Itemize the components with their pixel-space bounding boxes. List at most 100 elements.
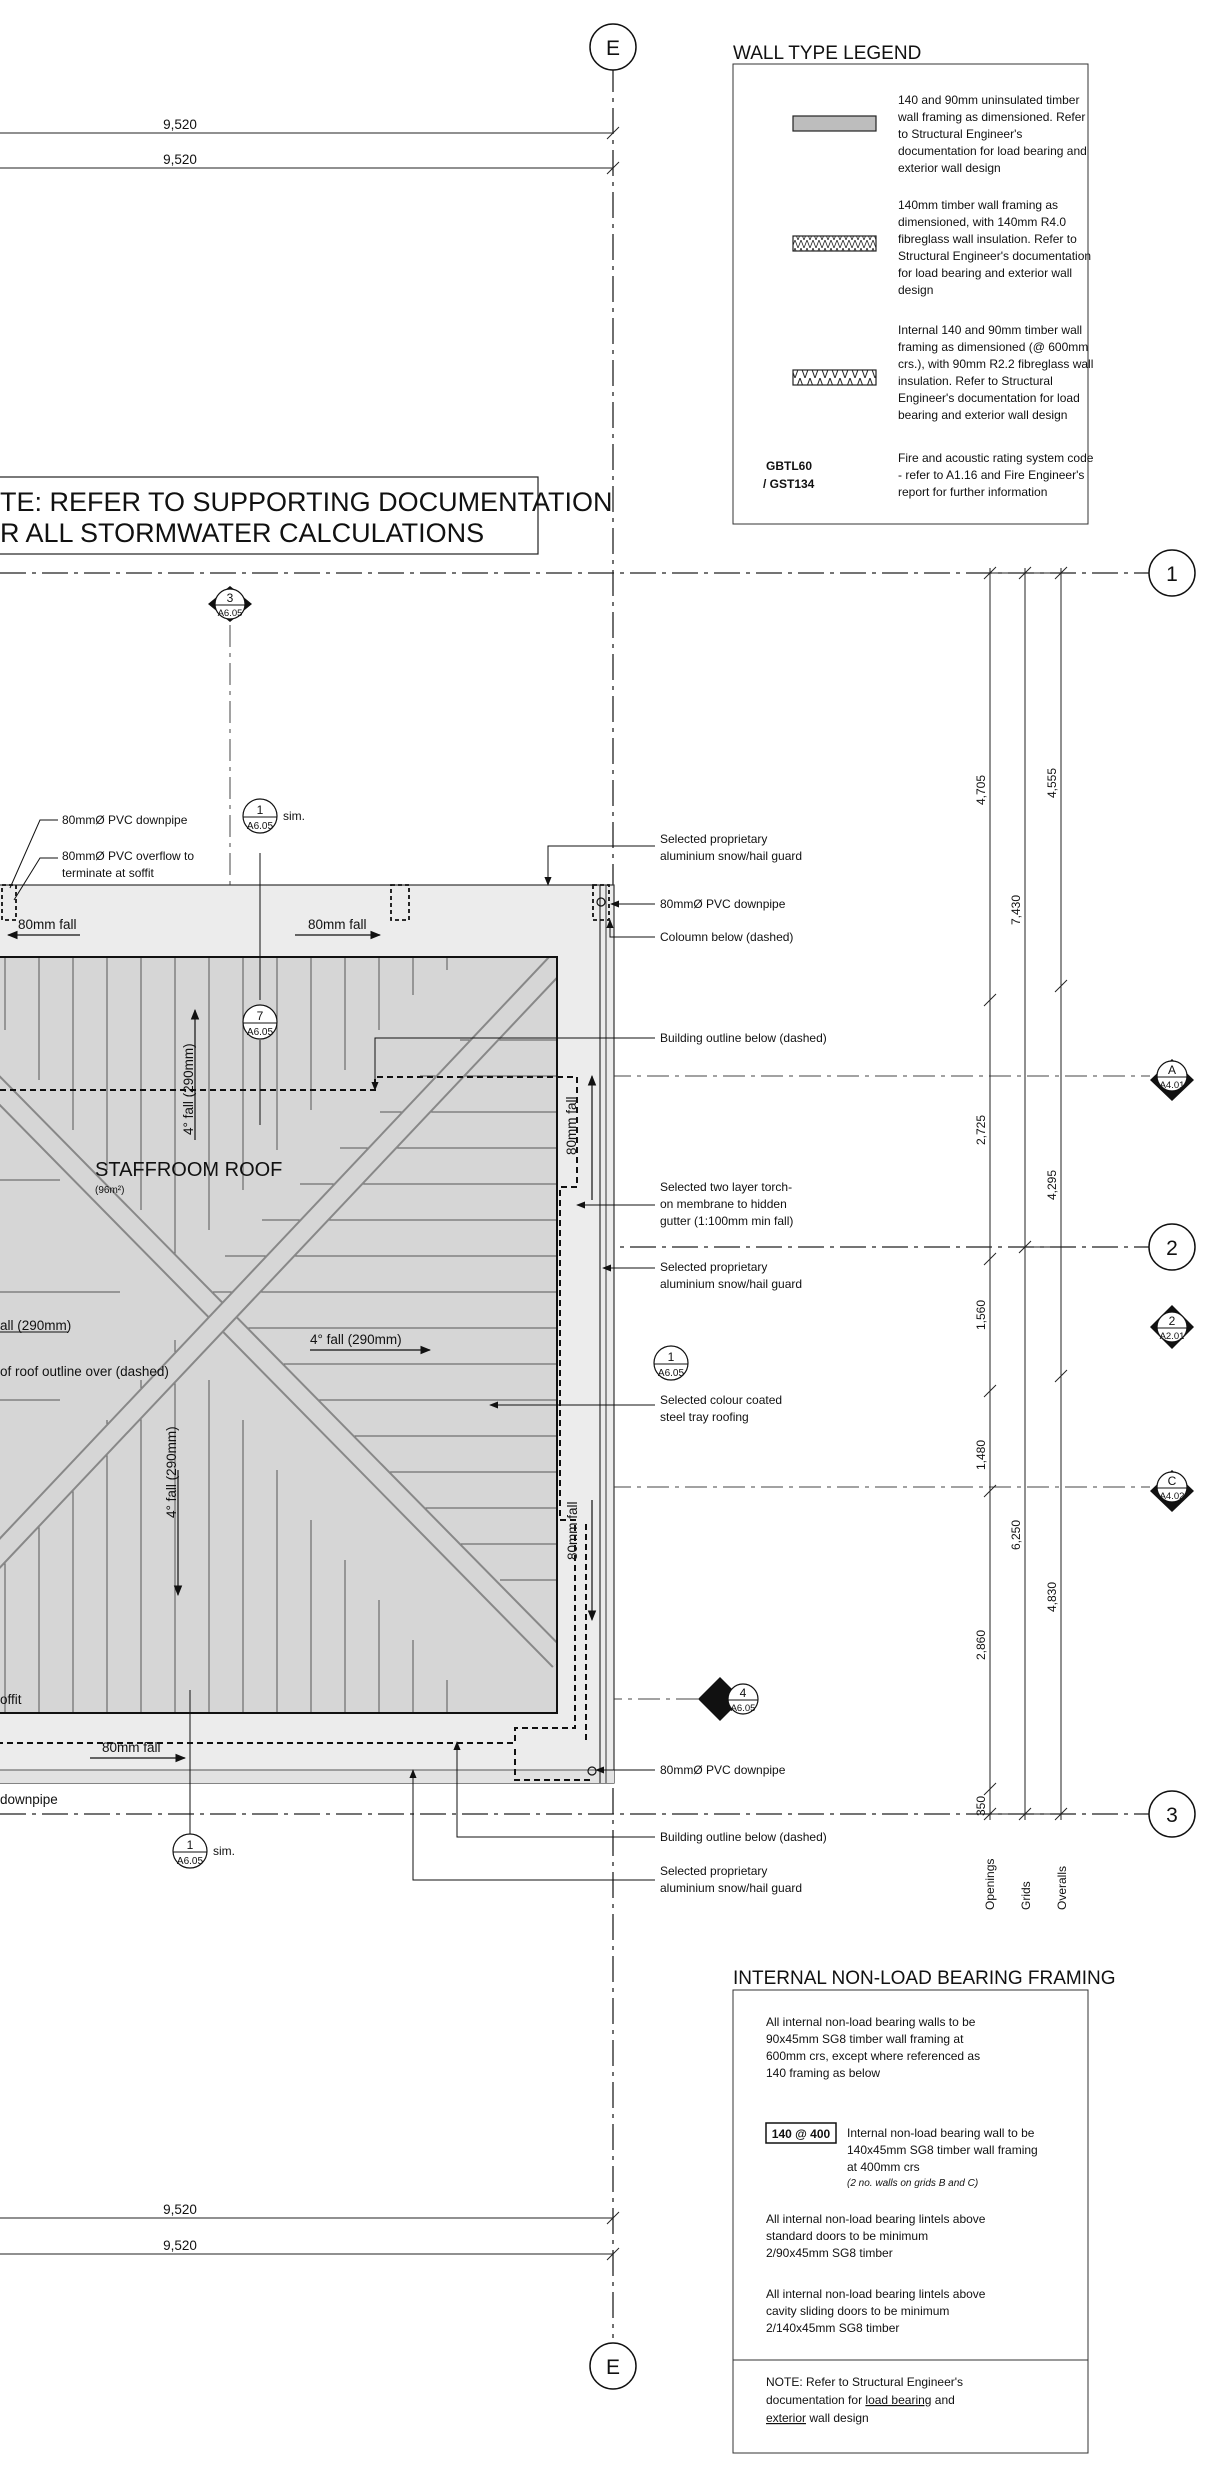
svg-text:WALL TYPE LEGEND: WALL TYPE LEGEND — [733, 43, 921, 64]
dim-bottom-1: 9,520 — [163, 2202, 197, 2217]
legend-swatch-uninsulated — [792, 115, 877, 132]
svg-text:report for further information: report for further information — [898, 485, 1047, 499]
dim-label-overalls: Overalls — [1055, 1866, 1069, 1910]
svg-text:documentation for load bearing: documentation for load bearing and — [898, 144, 1087, 158]
svg-text:exterior wall design: exterior wall design — [898, 161, 1001, 175]
fall-right-lower: 80mm fall — [565, 1501, 580, 1560]
pitch-right: 4° fall (290mm) — [310, 1332, 402, 1347]
dim-bottom-2: 9,520 — [163, 2238, 197, 2253]
svg-text:dimensioned, with 140mm R4.0: dimensioned, with 140mm R4.0 — [898, 215, 1066, 229]
svg-text:insulation. Refer to Structur: insulation. Refer to Structural — [898, 374, 1053, 388]
detail-tag-1-right: 1 A6.05 — [653, 1345, 689, 1381]
svg-text:C: C — [1168, 1474, 1177, 1488]
dim-top-1: 9,520 — [163, 117, 197, 132]
detail-tag-7: 7 A6.05 — [242, 1004, 278, 1040]
svg-text:140 and 90mm uninsulated timbe: 140 and 90mm uninsulated timber — [898, 93, 1079, 107]
membrane-label-1: Selected two layer torch- — [660, 1180, 792, 1194]
legend-swatch-insulated — [792, 235, 877, 252]
svg-text:A6.05: A6.05 — [731, 1703, 756, 1714]
column-below-label: Coloumn below (dashed) — [660, 930, 793, 944]
pitch-left-clip: all (290mm) — [0, 1318, 71, 1333]
dim-openings-5: 2,860 — [974, 1630, 988, 1660]
outline-clip: of roof outline over (dashed) — [0, 1364, 169, 1379]
fall-bottom: 80mm fall — [102, 1740, 161, 1755]
pitch-down: 4° fall (290mm) — [164, 1426, 179, 1518]
svg-text:fibreglass wall insulation. Re: fibreglass wall insulation. Refer to — [898, 232, 1077, 246]
svg-text:4: 4 — [740, 1686, 747, 1700]
svg-text:INTERNAL NON-LOAD BEARING FRAM: INTERNAL NON-LOAD BEARING FRAMING — [733, 1968, 1116, 1989]
dim-grids-2: 6,250 — [1009, 1520, 1023, 1550]
grid-bubble-e-bottom: E — [589, 2342, 637, 2390]
framing-legend: INTERNAL NON-LOAD BEARING FRAMING All in… — [732, 1968, 1116, 2454]
dim-label-openings: Openings — [983, 1859, 997, 1910]
fall-arrows — [6, 930, 597, 1763]
svg-text:documentation for load bearing: documentation for load bearing and — [766, 2393, 955, 2407]
svg-text:E: E — [606, 2356, 620, 2379]
svg-text:All internal non-load bearing: All internal non-load bearing lintels ab… — [766, 2287, 986, 2301]
overflow-label-2: terminate at soffit — [62, 866, 154, 880]
svg-text:7: 7 — [257, 1009, 264, 1023]
downpipe-left-label: 80mmØ PVC downpipe — [62, 813, 188, 827]
section-tag-2: 2 A2.01 — [1150, 1305, 1194, 1349]
downpipe-boxes — [1, 884, 610, 1776]
downpipe-clip: downpipe — [0, 1792, 58, 1807]
svg-text:A6.05: A6.05 — [247, 821, 274, 832]
grid-bubble-e-top: E — [589, 23, 637, 71]
fall-right-upper: 80mm fall — [564, 1096, 579, 1155]
guard-mid-label-1: Selected proprietary — [660, 1260, 767, 1274]
legend-swatch-internal-insulated — [792, 369, 877, 386]
detail-tag-1-bottom: 1 A6.05 — [172, 1833, 208, 1869]
svg-text:(2 no. walls on grids B and C): (2 no. walls on grids B and C) — [847, 2178, 978, 2189]
svg-text:GBTL60: GBTL60 — [766, 459, 812, 473]
guard-bottom-label-1: Selected proprietary — [660, 1864, 767, 1878]
dim-openings-6: 350 — [974, 1796, 988, 1816]
svg-text:140x45mm SG8 timber wall frami: 140x45mm SG8 timber wall framing — [847, 2143, 1038, 2157]
fall-top: 80mm fall — [308, 917, 367, 932]
svg-text:3: 3 — [227, 591, 234, 605]
framing-tag-box — [765, 2122, 837, 2144]
svg-text:NOTE: Refer to Structural Engi: NOTE: Refer to Structural Engineer's — [766, 2375, 963, 2389]
svg-text:exterior wall design: exterior wall design — [766, 2411, 869, 2425]
wall-type-legend: WALL TYPE LEGEND GBTL60 / GST134 140 and… — [732, 43, 1094, 525]
svg-text:/ GST134: / GST134 — [763, 477, 815, 491]
section-tag-4: 4 A6.05 — [698, 1677, 759, 1721]
dim-openings-2: 2,725 — [974, 1115, 988, 1145]
soffit-clip: offit — [0, 1692, 22, 1707]
grid-bubble-2: 2 — [1148, 1223, 1196, 1271]
section-tag-c: C A4.02 — [1150, 1470, 1194, 1512]
svg-text:2/140x45mm SG8 timber: 2/140x45mm SG8 timber — [766, 2321, 899, 2335]
svg-text:E: E — [606, 37, 620, 60]
guard-top-label-1: Selected proprietary — [660, 832, 767, 846]
svg-text:A2.01: A2.01 — [1160, 1331, 1185, 1342]
svg-text:1: 1 — [187, 1838, 194, 1852]
guard-bottom-label-2: aluminium snow/hail guard — [660, 1881, 802, 1895]
outline-lower-label: Building outline below (dashed) — [660, 1830, 827, 1844]
svg-text:R ALL STORMWATER CALCULATIONS: R ALL STORMWATER CALCULATIONS — [0, 518, 484, 548]
svg-text:A4.01: A4.01 — [1160, 1080, 1185, 1091]
svg-text:1: 1 — [668, 1350, 675, 1364]
svg-text:for load bearing and exterior: for load bearing and exterior wall — [898, 266, 1072, 280]
svg-text:- refer to A1.16 and Fire Engi: - refer to A1.16 and Fire Engineer's — [898, 468, 1084, 482]
dim-openings-3: 1,560 — [974, 1300, 988, 1330]
svg-text:All internal non-load bearing: All internal non-load bearing lintels ab… — [766, 2212, 986, 2226]
membrane-label-2: on membrane to hidden — [660, 1197, 787, 1211]
svg-text:A6.05: A6.05 — [658, 1368, 685, 1379]
svg-text:A4.02: A4.02 — [1160, 1491, 1185, 1502]
svg-text:1: 1 — [257, 803, 264, 817]
svg-text:A6.05: A6.05 — [177, 1856, 204, 1867]
svg-text:600mm crs, except where refere: 600mm crs, except where referenced as — [766, 2049, 980, 2063]
svg-text:Internal 140 and 90mm timber w: Internal 140 and 90mm timber wall — [898, 323, 1082, 337]
dim-overalls-3: 4,830 — [1045, 1582, 1059, 1612]
roof-field — [0, 956, 558, 1714]
svg-text:standard doors to be minimum: standard doors to be minimum — [766, 2229, 928, 2243]
sim-label-bottom: sim. — [213, 1844, 235, 1858]
overall-dimensions — [0, 126, 620, 2261]
svg-text:All internal non-load bearing: All internal non-load bearing walls to b… — [766, 2015, 976, 2029]
downpipe-top-right-label: 80mmØ PVC downpipe — [660, 897, 786, 911]
dim-grids-1: 7,430 — [1009, 895, 1023, 925]
svg-text:at 400mm crs: at 400mm crs — [847, 2160, 920, 2174]
svg-text:140 framing as below: 140 framing as below — [766, 2066, 880, 2080]
guard-top-label-2: aluminium snow/hail guard — [660, 849, 802, 863]
downpipe-bottom-right-label: 80mmØ PVC downpipe — [660, 1763, 786, 1777]
